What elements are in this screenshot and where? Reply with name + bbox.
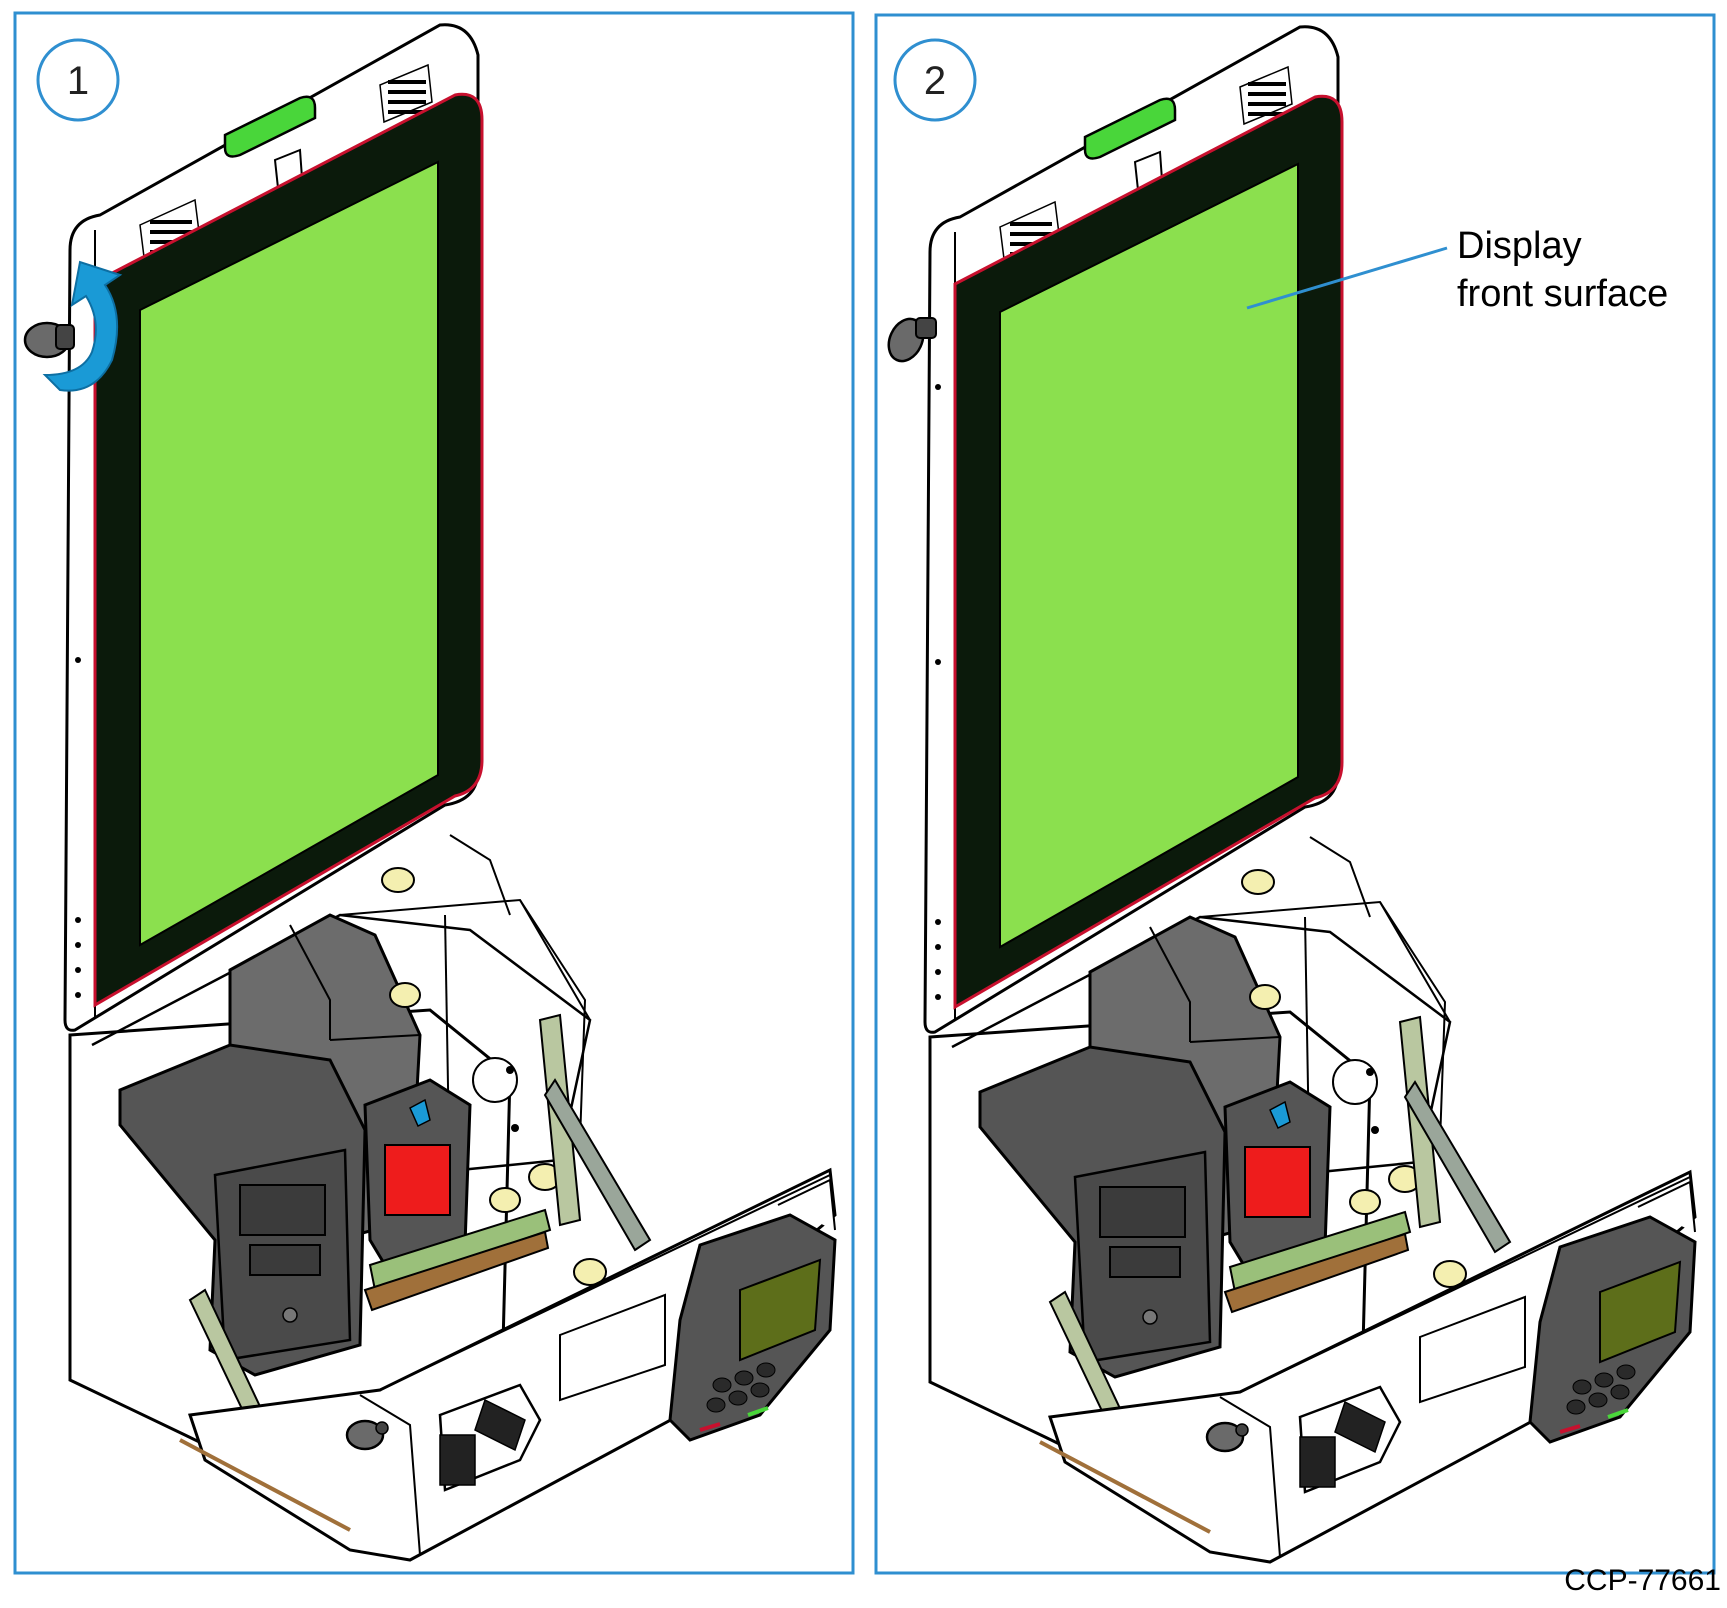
callout-leader-line — [1246, 246, 1448, 310]
display-lock-key-turned-icon — [887, 317, 937, 363]
document-id: CCP-77661 — [1564, 1564, 1721, 1597]
callout-label-line-2: front surface — [1457, 273, 1668, 315]
callout-label-line-1: Display — [1457, 225, 1582, 267]
step-1-number: 1 — [67, 59, 89, 103]
step-2-panel: Display front surface 2 — [874, 13, 1716, 1575]
step-1-badge: 1 — [36, 38, 120, 122]
display-lock-key-icon — [23, 321, 75, 359]
step-2-badge: 2 — [893, 38, 977, 122]
rotate-arrow-icon — [42, 260, 123, 392]
step-1-panel: 1 — [13, 11, 855, 1575]
step-2-number: 2 — [924, 59, 946, 103]
